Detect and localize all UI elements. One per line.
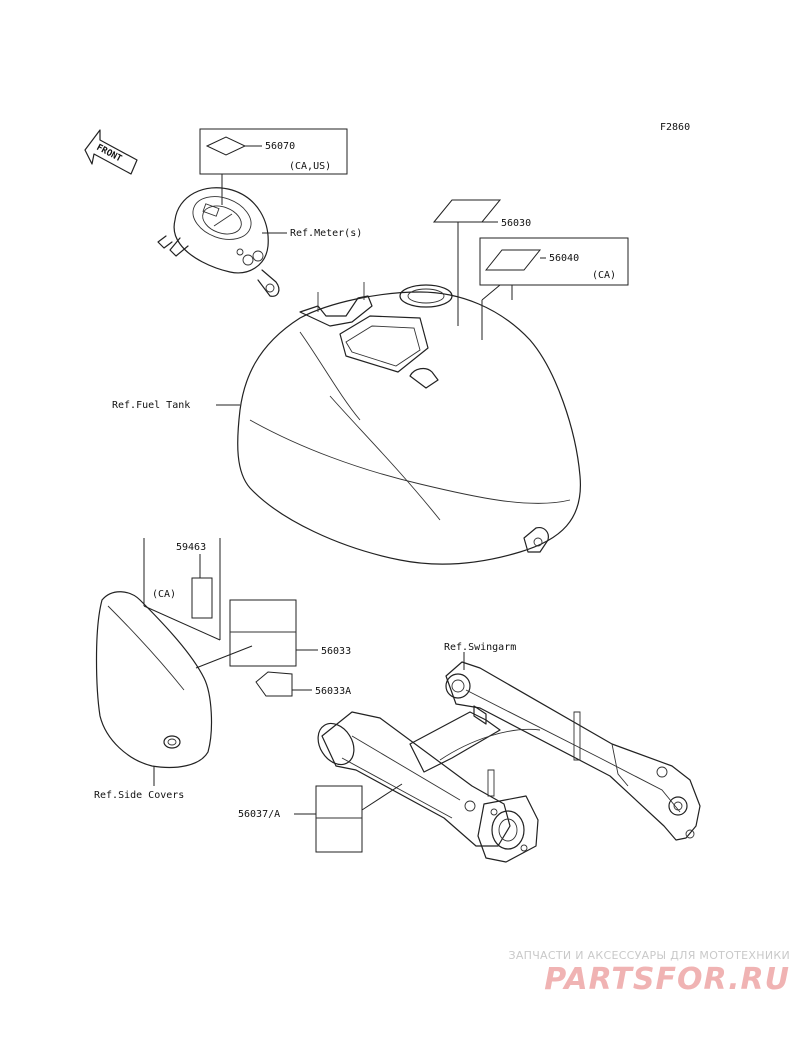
part-number-56070[interactable]: 56070 [265,141,295,152]
ref-swingarm[interactable]: Ref.Swingarm [444,642,516,653]
side-cover-callouts: 59463 (CA) 56033 56033A [143,538,351,697]
side-cover-drawing: Ref.Side Covers [94,591,213,801]
front-arrow-icon: FRONT [84,129,138,175]
part-note-59463: (CA) [152,589,176,600]
watermark-logo: PARTSFOR.RU [544,962,790,997]
meter-callout: 56070 (CA,US) [199,128,348,205]
part-number-59463[interactable]: 59463 [176,542,206,553]
tank-decal-callouts: 56030 56040 (CA) [432,199,629,340]
part-number-56033[interactable]: 56033 [321,646,351,657]
front-arrow-label: FRONT [95,143,124,165]
watermark-tagline: ЗАПЧАСТИ И АКСЕССУАРЫ ДЛЯ МОТОТЕХНИКИ [508,949,790,962]
ref-side-covers[interactable]: Ref.Side Covers [94,790,184,801]
part-note-56040: (CA) [592,270,616,281]
part-number-56040[interactable]: 56040 [549,253,579,264]
part-note-56070: (CA,US) [289,161,331,172]
meter-drawing: Ref.Meter(s) [157,187,362,297]
ref-fuel-tank[interactable]: Ref.Fuel Tank [112,400,190,411]
swingarm-decal-callout: 56037/A [238,783,403,853]
ref-meter[interactable]: Ref.Meter(s) [290,228,362,239]
part-number-56037A[interactable]: 56037/A [238,809,280,820]
figure-code: F2860 [660,122,690,133]
swingarm-drawing: Ref.Swingarm [317,642,701,863]
part-number-56033A[interactable]: 56033A [315,686,351,697]
part-number-56030[interactable]: 56030 [501,218,531,229]
fuel-tank-drawing: Ref.Fuel Tank [112,282,582,565]
